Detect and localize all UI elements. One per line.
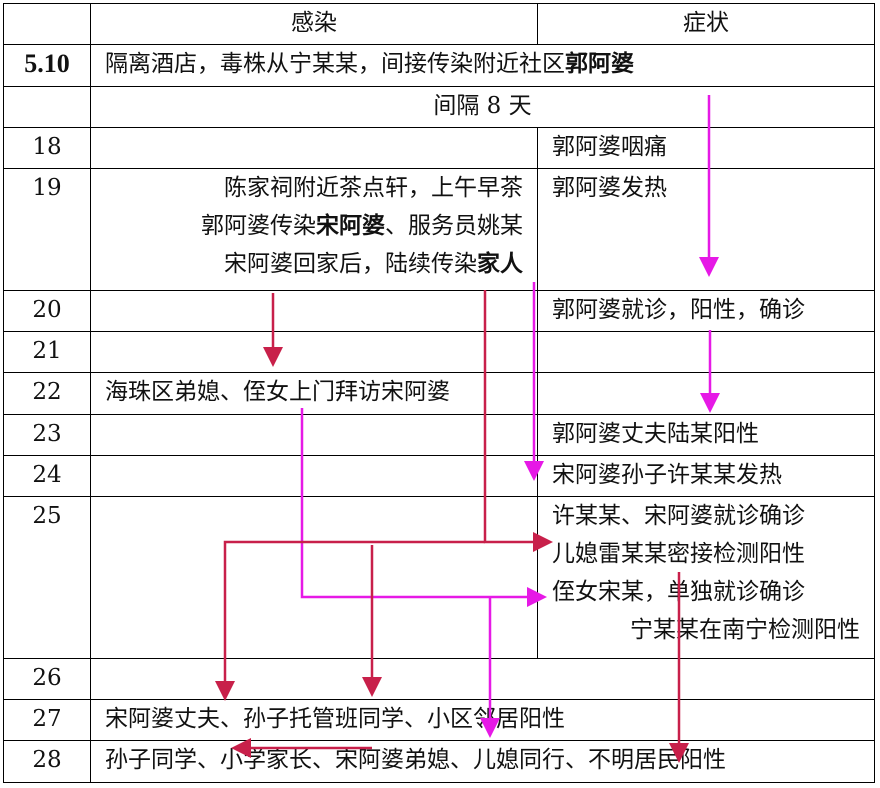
row-date: 21: [3, 331, 91, 373]
symptom-text: 郭阿婆丈夫陆某阳性: [552, 421, 759, 447]
infection-text: 宋阿婆回家后，陆续传染: [224, 251, 477, 277]
symptom-line: 许某某、宋阿婆就诊确诊: [552, 503, 805, 529]
infection-text: 海珠区弟媳、侄女上门拜访宋阿婆: [105, 379, 450, 405]
row-symptom: 郭阿婆丈夫陆某阳性: [537, 414, 875, 456]
row-symptom: 郭阿婆就诊，阳性，确诊: [537, 290, 875, 332]
row-symptom: 郭阿婆发热: [537, 168, 875, 291]
header-date-cell: [3, 3, 91, 45]
infection-highlight: 宋阿婆: [316, 212, 385, 239]
row-infection: 海珠区弟媳、侄女上门拜访宋阿婆: [90, 372, 538, 415]
row-symptom: [537, 331, 875, 373]
infection-line: 郭阿婆传染宋阿婆、服务员姚某: [91, 207, 537, 245]
row-date: 18: [3, 127, 91, 169]
symptom-text: 郭阿婆咽痛: [552, 134, 667, 160]
infection-text: 隔离酒店，毒株从宁某某，间接传染附近社区: [105, 51, 565, 77]
row-date: 5.10: [3, 44, 91, 87]
row-infection: [90, 331, 538, 373]
row-symptom: 郭阿婆咽痛: [537, 127, 875, 169]
row-infection: 宋阿婆丈夫、孙子托管班同学、小区邻居阳性: [90, 699, 875, 741]
infection-text: 郭阿婆传染: [201, 213, 316, 239]
row-infection: 隔离酒店，毒株从宁某某，间接传染附近社区郭阿婆: [90, 44, 875, 87]
symptom-text: 宋阿婆孙子许某某发热: [552, 462, 782, 488]
header-symptom: 症状: [537, 3, 875, 45]
symptom-text: 郭阿婆就诊，阳性，确诊: [552, 297, 805, 323]
row-date: 23: [3, 414, 91, 456]
row-infection: [90, 658, 875, 700]
infection-line: 宋阿婆回家后，陆续传染家人: [91, 245, 537, 283]
symptom-line: 宁某某在南宁检测阳性: [630, 617, 860, 643]
row-infection: [90, 496, 538, 659]
row-infection: [90, 127, 538, 169]
row-symptom: 宋阿婆孙子许某某发热: [537, 455, 875, 497]
transmission-timeline-table: 感染 症状 5.10 隔离酒店，毒株从宁某某，间接传染附近社区郭阿婆 间隔 8 …: [3, 3, 875, 783]
row-date: 22: [3, 372, 91, 415]
row-date: 28: [3, 740, 91, 783]
row-symptom: 许某某、宋阿婆就诊确诊 儿媳雷某某密接检测阳性 侄女宋某，单独就诊确诊 宁某某在…: [537, 496, 875, 659]
infection-text: 、服务员姚某: [385, 213, 523, 239]
row-date: 20: [3, 290, 91, 332]
symptom-line: 侄女宋某，单独就诊确诊: [552, 579, 805, 605]
row-infection: [90, 290, 538, 332]
row-date: 25: [3, 496, 91, 659]
infection-highlight: 郭阿婆: [565, 50, 634, 77]
row-date: 24: [3, 455, 91, 497]
header-infection: 感染: [90, 3, 538, 45]
row-date: 19: [3, 168, 91, 291]
row-infection: 陈家祠附近茶点轩，上午早茶 郭阿婆传染宋阿婆、服务员姚某 宋阿婆回家后，陆续传染…: [90, 168, 538, 291]
row-date: [3, 86, 91, 128]
row-date: 26: [3, 658, 91, 700]
row-symptom: [537, 372, 875, 415]
infection-text: 孙子同学、小学家长、宋阿婆弟媳、儿媳同行、不明居民阳性: [105, 747, 726, 773]
row-infection: [90, 414, 538, 456]
row-date: 27: [3, 699, 91, 741]
infection-highlight: 家人: [477, 250, 523, 277]
symptom-line: 儿媳雷某某密接检测阳性: [552, 541, 805, 567]
interval-label: 间隔 8 天: [90, 86, 875, 128]
row-infection: 孙子同学、小学家长、宋阿婆弟媳、儿媳同行、不明居民阳性: [90, 740, 875, 783]
row-infection: [90, 455, 538, 497]
infection-line: 陈家祠附近茶点轩，上午早茶: [224, 175, 523, 201]
infection-text: 宋阿婆丈夫、孙子托管班同学、小区邻居阳性: [105, 706, 565, 732]
symptom-text: 郭阿婆发热: [552, 175, 667, 201]
